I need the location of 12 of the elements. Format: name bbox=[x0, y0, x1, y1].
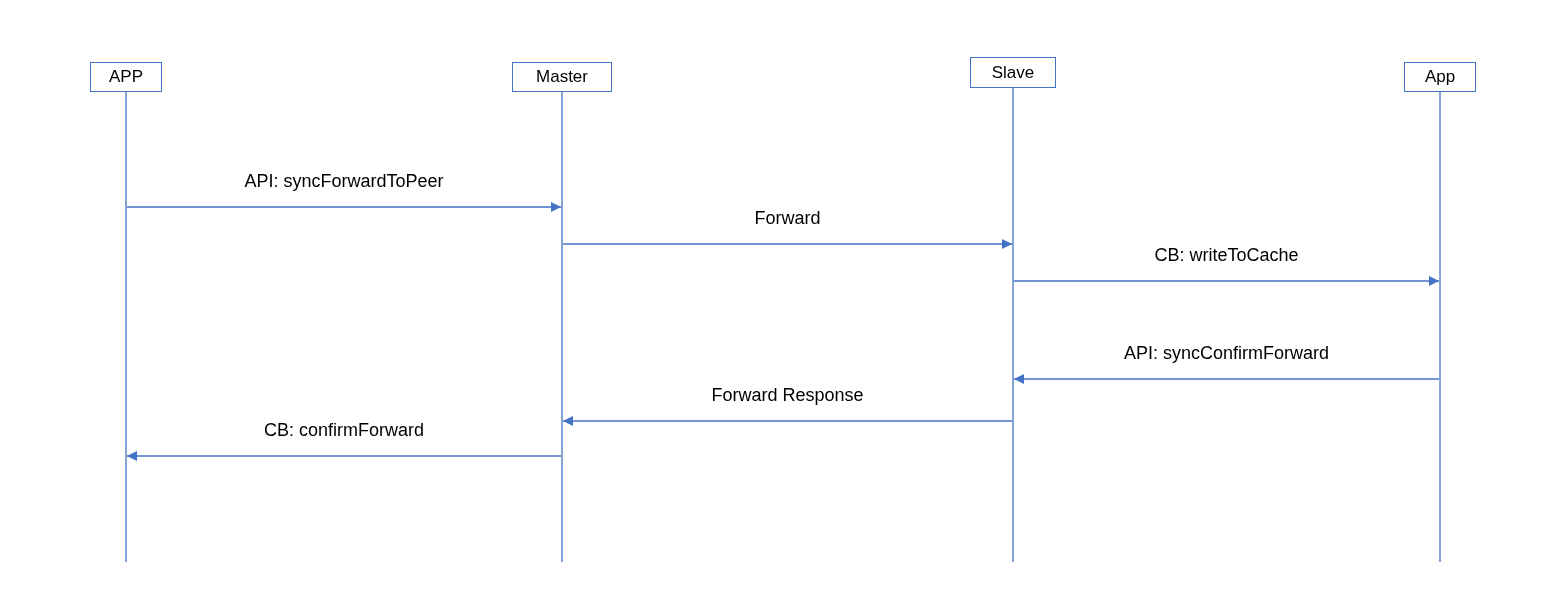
participant-box: Master bbox=[512, 62, 612, 92]
message-label: API: syncForwardToPeer bbox=[242, 171, 446, 192]
message-arrow bbox=[1013, 374, 1440, 384]
message-arrow bbox=[126, 202, 562, 212]
message-arrow bbox=[562, 416, 1013, 426]
participant-box: App bbox=[1404, 62, 1476, 92]
message-arrow bbox=[1013, 276, 1440, 286]
message-label: Forward Response bbox=[709, 385, 866, 406]
participant-box: Slave bbox=[970, 57, 1056, 88]
message-arrow bbox=[562, 239, 1013, 249]
participant-box: APP bbox=[90, 62, 162, 92]
message-arrow bbox=[126, 451, 562, 461]
